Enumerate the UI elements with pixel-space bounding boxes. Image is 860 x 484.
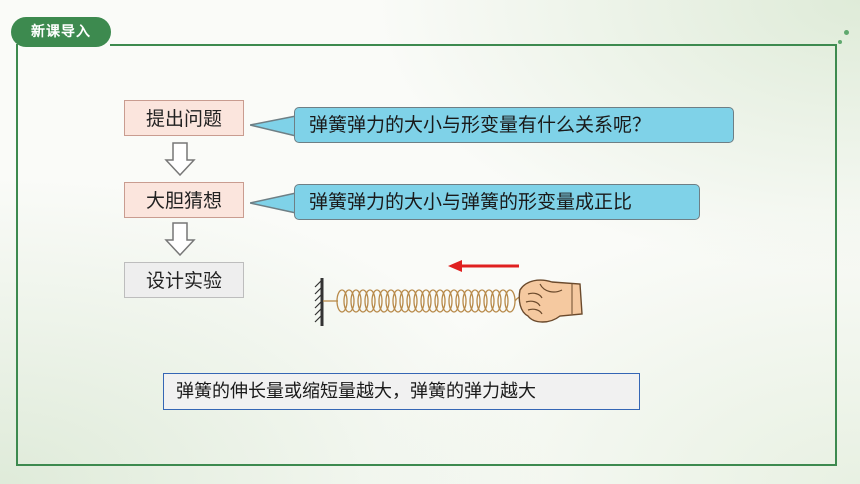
conclusion-box: 弹簧的伸长量或缩短量越大，弹簧的弹力越大	[163, 373, 640, 410]
step-bold-hypothesis: 大胆猜想	[124, 182, 244, 218]
callout-pointer	[250, 115, 297, 137]
hypothesis-callout: 弹簧弹力的大小与弹簧的形变量成正比	[294, 184, 700, 220]
callout-pointer	[250, 192, 297, 214]
question-callout: 弹簧弹力的大小与形变量有什么关系呢？	[294, 107, 734, 143]
step-design-experiment: 设计实验	[124, 262, 244, 298]
hand-icon	[518, 279, 583, 323]
down-arrow-outline-icon	[164, 142, 196, 176]
down-arrow-outline-icon	[164, 222, 196, 256]
content-frame-top-line	[110, 44, 837, 46]
step-propose-question: 提出问题	[124, 100, 244, 136]
content-frame	[16, 44, 837, 466]
left-arrow-icon	[448, 260, 519, 272]
spring-coils	[323, 289, 527, 313]
wall-hatching	[314, 279, 323, 323]
section-tag: 新课导入	[11, 17, 111, 47]
decor-dot	[838, 40, 842, 44]
decor-dot	[844, 30, 849, 35]
spring-hand-illustration	[314, 260, 583, 326]
